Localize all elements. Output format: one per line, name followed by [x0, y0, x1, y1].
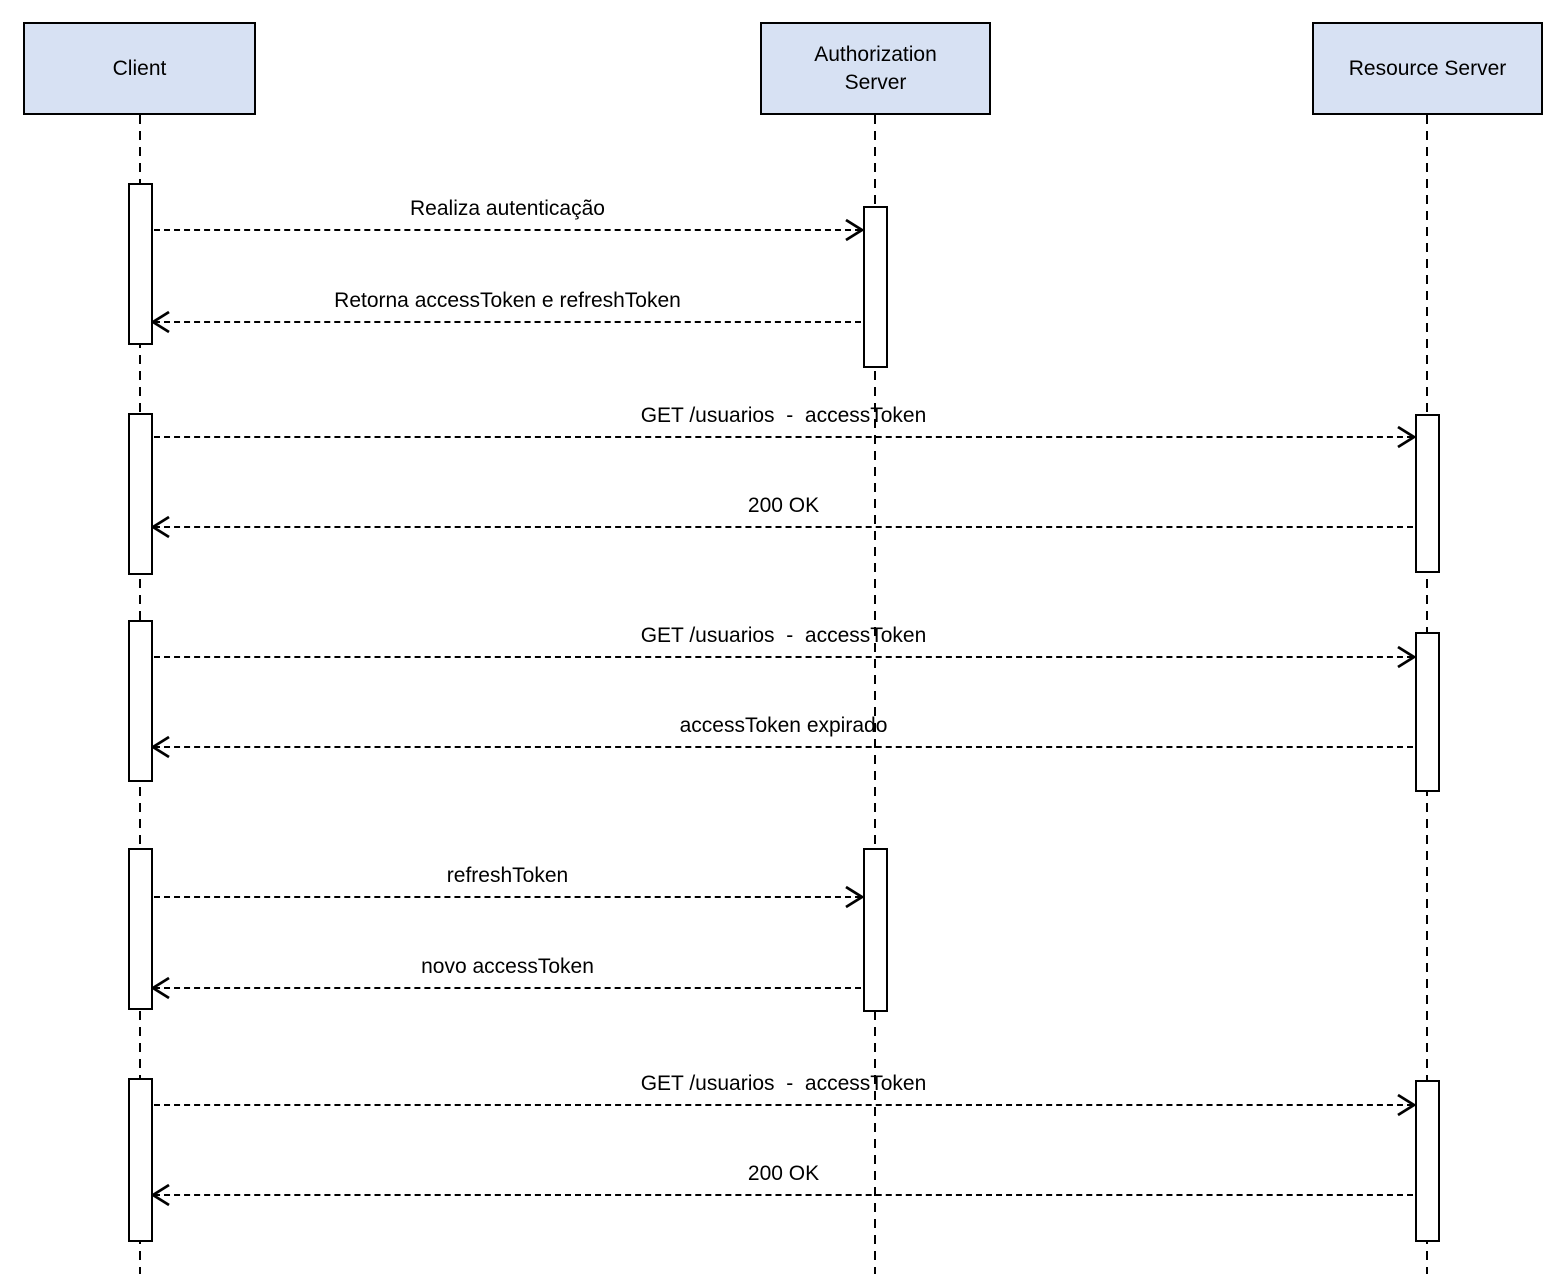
message-label: GET /usuarios - accessToken — [640, 1072, 927, 1095]
message-200-ok-1: 200 OK — [151, 490, 1415, 539]
message-label: refreshToken — [446, 864, 569, 887]
message-label: Retorna accessToken e refreshToken — [334, 289, 681, 312]
message-realiza-autenticacao: Realiza autenticação — [152, 193, 864, 242]
activation-bar-client-3 — [127, 620, 153, 782]
message-label: GET /usuarios - accessToken — [640, 624, 927, 647]
arrowhead-right-icon — [1397, 1093, 1416, 1117]
activation-bar-resource-server-2 — [1414, 632, 1440, 792]
arrowhead-left-icon — [151, 976, 170, 1000]
arrowhead-left-icon — [151, 1183, 170, 1207]
message-label: novo accessToken — [421, 955, 594, 978]
message-dashed-line — [154, 526, 1413, 528]
arrowhead-left-icon — [151, 310, 170, 334]
arrowhead-left-icon — [151, 735, 170, 759]
activation-bar-client-2 — [127, 413, 153, 575]
activation-bar-client-4 — [127, 848, 153, 1010]
arrowhead-right-icon — [845, 885, 864, 909]
activation-bar-client-5 — [127, 1078, 153, 1242]
activation-bar-authorization-server-2 — [862, 848, 888, 1012]
message-dashed-line — [154, 229, 861, 231]
message-novo-accesstoken: novo accessToken — [151, 951, 863, 1000]
message-dashed-line — [154, 896, 861, 898]
activation-bar-client-1 — [127, 183, 153, 345]
message-dashed-line — [154, 1104, 1413, 1106]
arrowhead-right-icon — [1397, 425, 1416, 449]
activation-bar-authorization-server-1 — [862, 206, 888, 368]
message-dashed-line — [154, 1194, 1413, 1196]
message-dashed-line — [154, 656, 1413, 658]
participant-resource-server: Resource Server — [1312, 22, 1543, 115]
message-dashed-line — [154, 746, 1413, 748]
message-label: 200 OK — [747, 494, 820, 517]
message-label: accessToken expirado — [679, 714, 888, 737]
message-dashed-line — [154, 436, 1413, 438]
message-refreshtoken: refreshToken — [152, 860, 864, 909]
arrowhead-right-icon — [1397, 645, 1416, 669]
message-dashed-line — [154, 987, 861, 989]
message-accesstoken-expirado: accessToken expirado — [151, 710, 1415, 759]
message-200-ok-2: 200 OK — [151, 1158, 1415, 1207]
lifeline-authorization-server — [873, 115, 877, 1274]
message-label: GET /usuarios - accessToken — [640, 404, 927, 427]
message-dashed-line — [154, 321, 861, 323]
arrowhead-left-icon — [151, 515, 170, 539]
message-label: 200 OK — [747, 1162, 820, 1185]
message-get-usuarios-3: GET /usuarios - accessToken — [152, 1068, 1416, 1117]
participant-authorization-server: Authorization Server — [760, 22, 991, 115]
arrowhead-right-icon — [845, 218, 864, 242]
message-retorna-tokens: Retorna accessToken e refreshToken — [151, 285, 863, 334]
participant-client: Client — [23, 22, 256, 115]
message-get-usuarios-2: GET /usuarios - accessToken — [152, 620, 1416, 669]
activation-bar-resource-server-1 — [1414, 414, 1440, 573]
message-get-usuarios-1: GET /usuarios - accessToken — [152, 400, 1416, 449]
message-label: Realiza autenticação — [410, 197, 605, 220]
activation-bar-resource-server-3 — [1414, 1080, 1440, 1242]
